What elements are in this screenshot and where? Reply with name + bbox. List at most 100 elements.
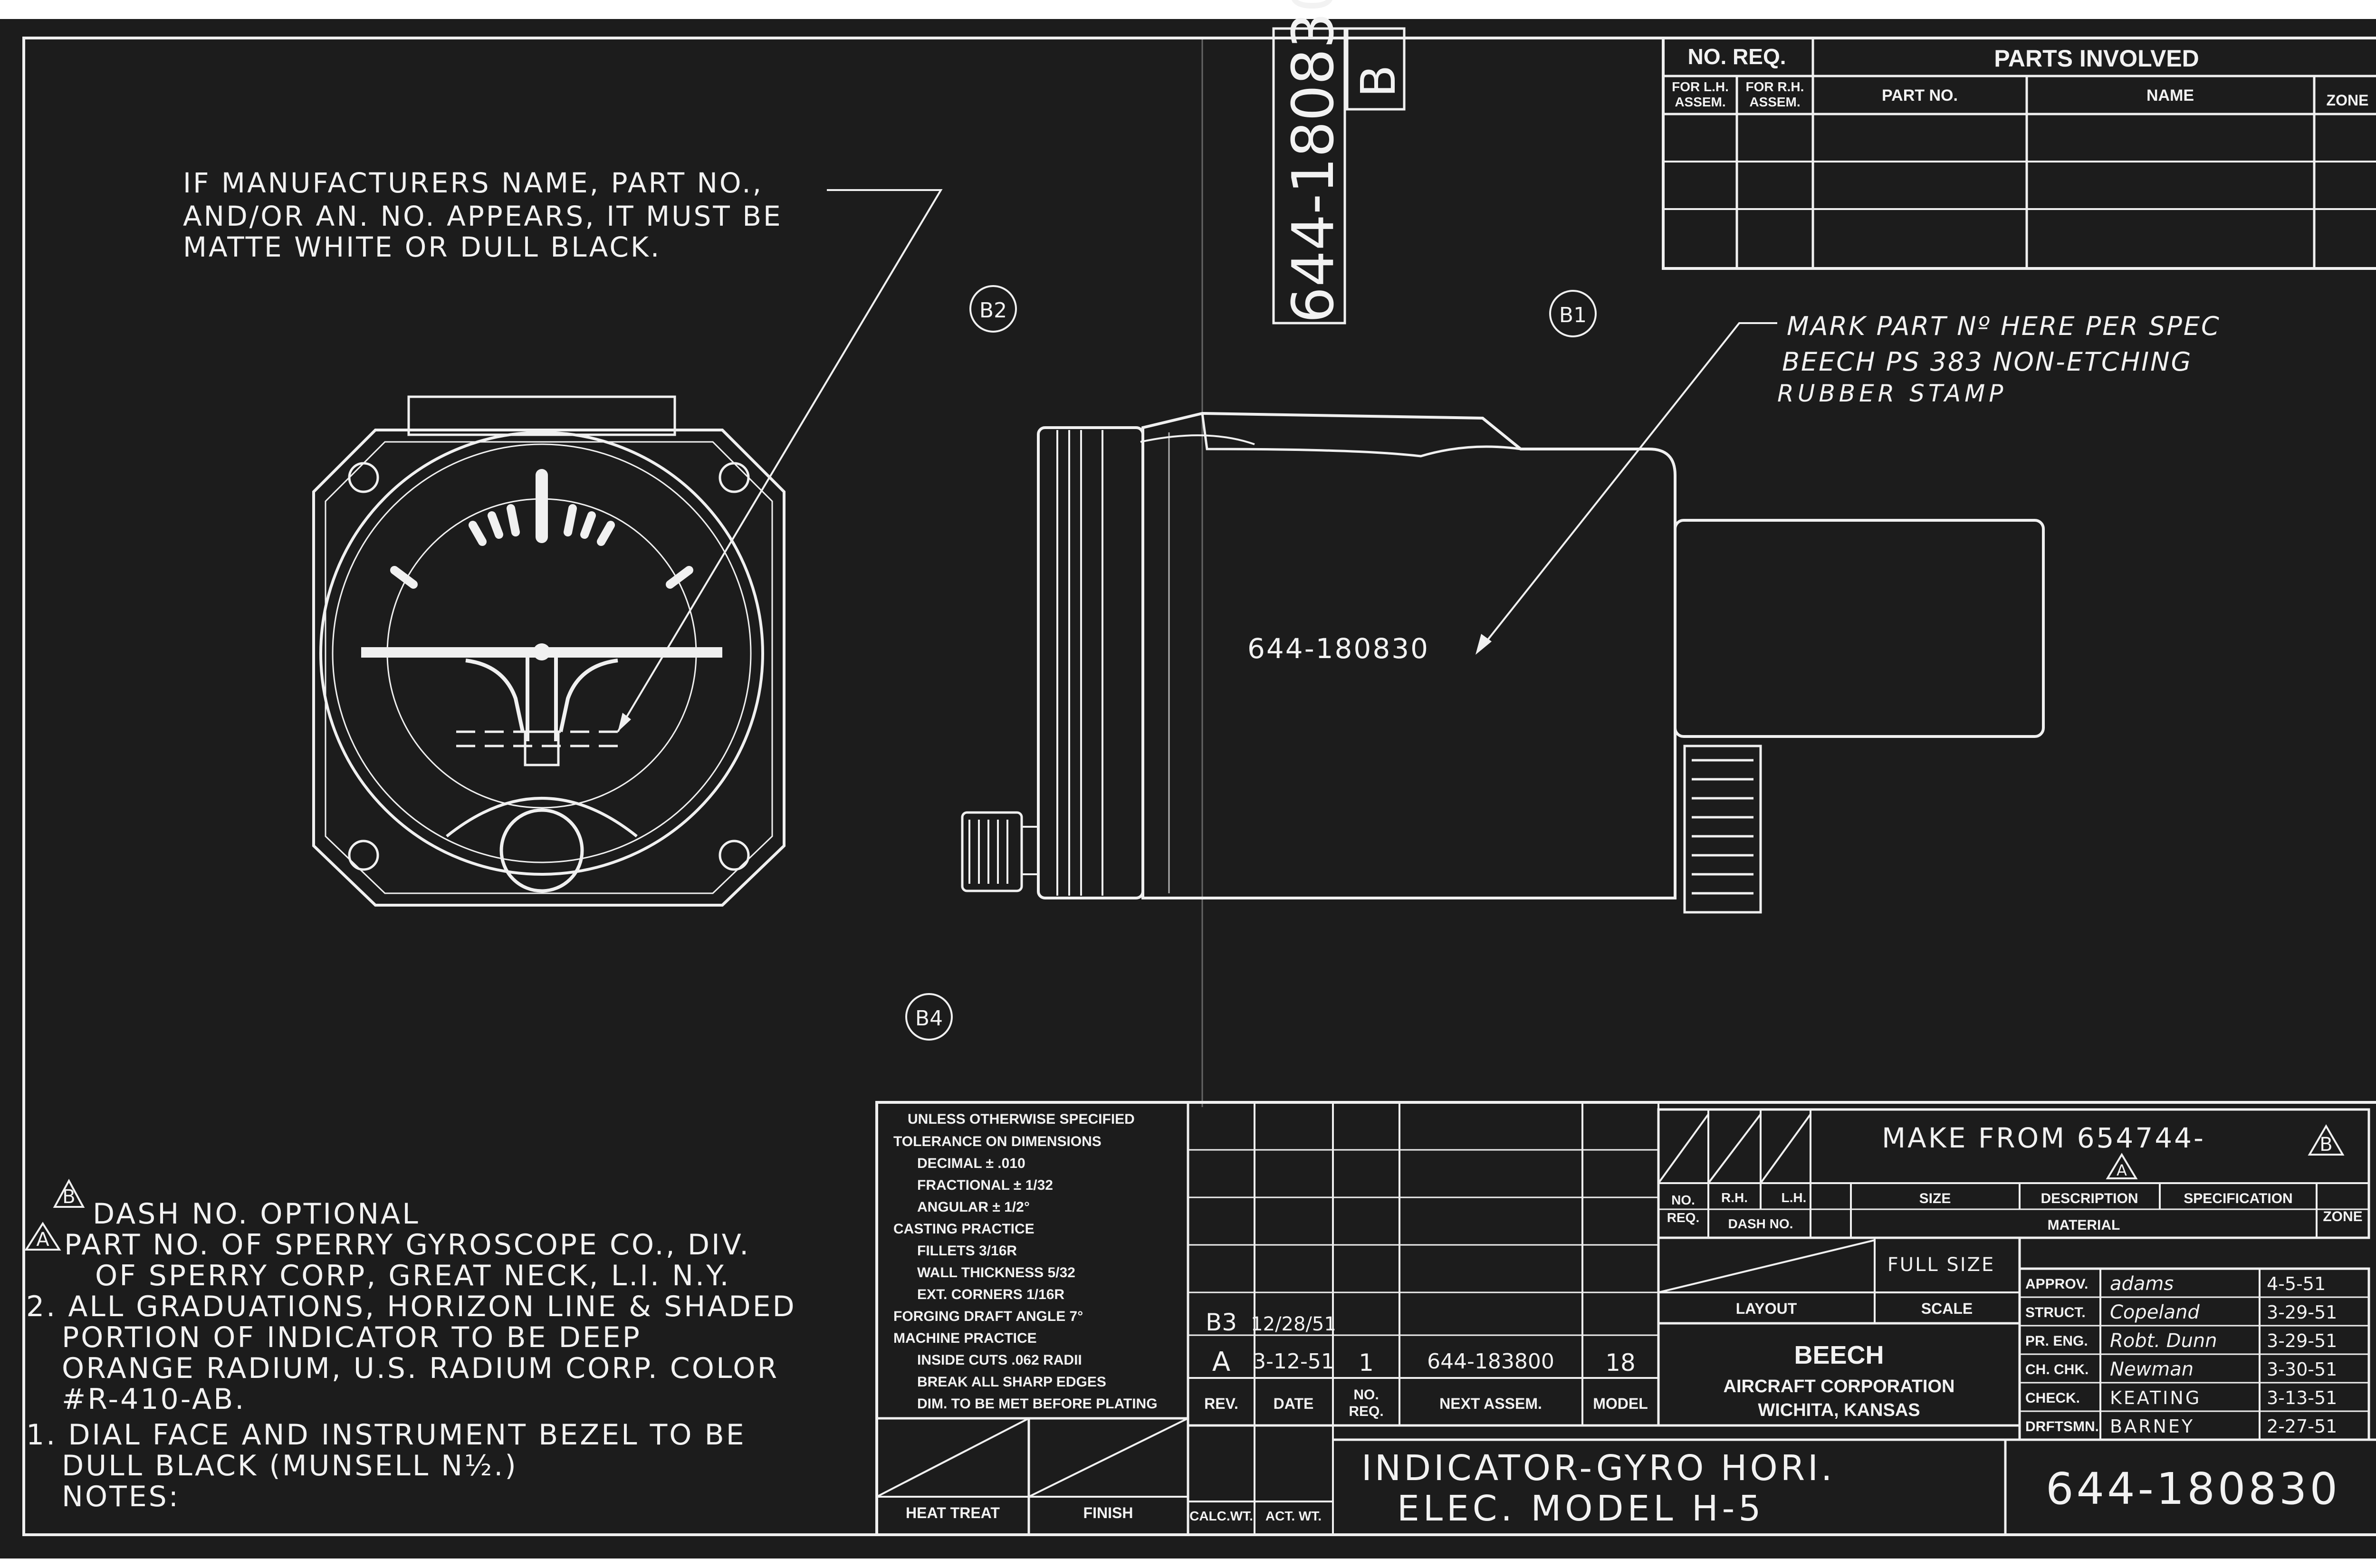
mount-screw-icon <box>348 462 379 493</box>
note-a-line-2: OF SPERRY CORP, GREAT NECK, L.I. N.Y. <box>95 1259 731 1292</box>
leader-arrowhead <box>618 713 631 732</box>
material-no-req: NO. <box>1671 1193 1695 1207</box>
mark-note-line-1: MARK PART Nº HERE PER SPEC <box>1787 311 2221 341</box>
mount-screw-icon <box>719 840 750 871</box>
no-req-header: NO. <box>1353 1387 1379 1403</box>
front-view-instrument <box>312 395 786 907</box>
note-2-line-2: PORTION OF INDICATOR TO BE DEEP <box>62 1321 642 1354</box>
tolerance-line: INSIDE CUTS .062 RADII <box>917 1352 1082 1368</box>
mount-screw-icon <box>719 462 750 493</box>
zone-marks: B2 B1 B4 <box>905 285 1597 1041</box>
material-no-req-2: REQ. <box>1667 1210 1699 1225</box>
dial-graduations <box>390 469 693 589</box>
tolerance-line: FORGING DRAFT ANGLE 7° <box>893 1309 1083 1324</box>
date-entry: 3-12-51 <box>1253 1349 1334 1374</box>
approval-label: PR. ENG. <box>2025 1333 2088 1349</box>
instrument-bezel <box>312 429 786 907</box>
for-rh-label-2: ASSEM. <box>1749 95 1800 109</box>
approval-label: CHECK. <box>2025 1390 2080 1406</box>
specification-label: SPECIFICATION <box>2184 1191 2292 1206</box>
dash-no-label: DASH NO. <box>1728 1216 1793 1231</box>
vertical-part-number: 644-180830 <box>1281 0 1347 323</box>
title-area: INDICATOR-GYRO HORI. ELEC. MODEL H-5 644… <box>1333 1438 2376 1535</box>
manufacturer-note-line-2: AND/OR AN. NO. APPEARS, IT MUST BE <box>183 200 783 232</box>
material-zone-label: ZONE <box>2323 1209 2362 1224</box>
part-no-header: PART NO. <box>1882 86 1958 105</box>
revision-grid: A 3-12-51 1 644-183800 18 B3 12/28/51 RE… <box>1187 1102 1659 1535</box>
notes-heading: NOTES: <box>62 1480 180 1513</box>
approval-signature: BARNEY <box>2110 1416 2194 1437</box>
mount-screw-icon <box>348 840 379 871</box>
note-b-marker: B <box>62 1186 75 1208</box>
drawing-title-line-2: ELEC. MODEL H-5 <box>1397 1488 1764 1529</box>
approval-date: 3-13-51 <box>2267 1387 2337 1408</box>
heat-treat-label: HEAT TREAT <box>906 1504 1000 1521</box>
approval-signature: KEATING <box>2110 1387 2201 1408</box>
scale-label: SCALE <box>1921 1300 1973 1317</box>
side-view-instrument: 644-180830 <box>961 411 2045 914</box>
approval-label: APPROV. <box>2025 1276 2088 1292</box>
rh-label: R.H. <box>1721 1190 1748 1205</box>
tolerance-line: TOLERANCE ON DIMENSIONS <box>893 1134 1102 1149</box>
no-req-entry: 1 <box>1359 1349 1374 1377</box>
company-name: BEECH <box>1794 1341 1884 1369</box>
model-entry: 18 <box>1605 1349 1636 1377</box>
zone-mark-b2: B2 <box>979 298 1007 323</box>
mark-note-line-2: BEECH PS 383 NON-ETCHING <box>1782 347 2192 377</box>
general-notes: B DASH NO. OPTIONAL A PART NO. OF SPERRY… <box>24 1178 796 1513</box>
note-b-text: DASH NO. OPTIONAL <box>93 1197 420 1231</box>
revision-letter: B <box>1351 65 1406 97</box>
miniature-aircraft <box>465 656 618 741</box>
make-from-marker: B <box>2319 1134 2332 1156</box>
tolerance-line: FRACTIONAL ± 1/32 <box>917 1177 1053 1193</box>
note-a-marker: A <box>36 1229 49 1251</box>
approval-date: 2-27-51 <box>2267 1416 2337 1437</box>
approval-date: 4-5-51 <box>2267 1273 2326 1294</box>
next-assem-entry: 644-183800 <box>1427 1349 1554 1374</box>
zone-header: ZONE <box>2327 92 2369 109</box>
stamped-part-number: 644-180830 <box>1247 632 1429 665</box>
for-lh-label: FOR L.H. <box>1672 79 1729 94</box>
tolerance-line: ANGULAR ± 1/2° <box>917 1199 1030 1215</box>
note-2-line-4: #R-410-AB. <box>62 1383 246 1416</box>
act-wt-label: ACT. WT. <box>1265 1509 1322 1523</box>
tolerance-line: MACHINE PRACTICE <box>893 1330 1037 1346</box>
rear-housing <box>1674 519 2045 738</box>
make-from-sub-marker: A <box>2117 1161 2127 1179</box>
approval-signature: Robt. Dunn <box>2110 1330 2217 1352</box>
tolerance-notes: UNLESS OTHERWISE SPECIFIED TOLERANCE ON … <box>893 1111 1158 1412</box>
note-a-line-1: PART NO. OF SPERRY GYROSCOPE CO., DIV. <box>64 1228 750 1262</box>
note-1-line-2: DULL BLACK (MUNSELL N½.) <box>62 1449 518 1482</box>
rev-entry: A <box>1212 1347 1230 1377</box>
mark-leader-line <box>1482 322 1777 647</box>
calc-wt-label: CALC.WT. <box>1189 1509 1253 1523</box>
size-label: SIZE <box>1919 1191 1951 1206</box>
name-header: NAME <box>2146 86 2194 105</box>
note-1-line-1: 1. DIAL FACE AND INSTRUMENT BEZEL TO BE <box>26 1418 746 1452</box>
approval-date: 3-30-51 <box>2267 1359 2337 1380</box>
company-block: BEECH AIRCRAFT CORPORATION WICHITA, KANS… <box>1657 1322 2021 1427</box>
rev-header: REV. <box>1204 1395 1238 1412</box>
tolerance-line: BREAK ALL SHARP EDGES <box>917 1374 1106 1390</box>
company-line-2: AIRCRAFT CORPORATION <box>1724 1377 1955 1396</box>
note-2-line-1: 2. ALL GRADUATIONS, HORIZON LINE & SHADE… <box>26 1290 796 1323</box>
rear-connector <box>1683 745 1762 914</box>
caging-knob <box>499 808 584 893</box>
manufacturer-note-line-1: IF MANUFACTURERS NAME, PART NO., <box>183 167 763 199</box>
zone-mark-b4: B4 <box>915 1006 943 1031</box>
no-req-header: NO. REQ. <box>1687 44 1786 69</box>
parts-involved-header: PARTS INVOLVED <box>1994 45 2199 72</box>
tolerance-line: DECIMAL ± .010 <box>917 1156 1025 1171</box>
title-block: UNLESS OTHERWISE SPECIFIED TOLERANCE ON … <box>875 1101 2376 1536</box>
tolerance-line: WALL THICKNESS 5/32 <box>917 1265 1075 1281</box>
manufacturer-note-line-3: MATTE WHITE OR DULL BLACK. <box>183 231 661 263</box>
approvals-block: APPROV. STRUCT. PR. ENG. CH. CHK. CHECK.… <box>2018 1267 2370 1441</box>
no-req-header-2: REQ. <box>1349 1404 1383 1419</box>
tolerance-line: CASTING PRACTICE <box>893 1221 1035 1237</box>
lh-label: L.H. <box>1782 1190 1807 1205</box>
model-header: MODEL <box>1593 1395 1648 1412</box>
note-2-line-3: ORANGE RADIUM, U.S. RADIUM CORP. COLOR <box>62 1352 779 1385</box>
full-size-text: FULL SIZE <box>1887 1254 1995 1276</box>
next-assem-header: NEXT ASSEM. <box>1439 1395 1542 1412</box>
